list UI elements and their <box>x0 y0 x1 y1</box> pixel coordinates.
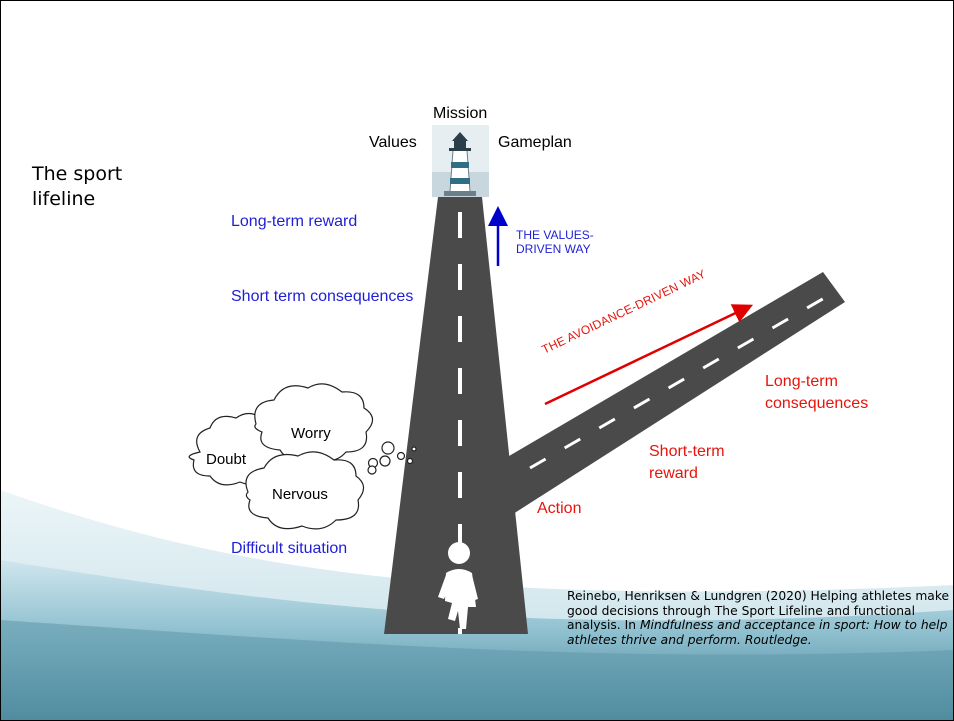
values-driven-way-line1: THE VALUES- <box>516 228 594 242</box>
citation-book-title: Mindfulness and acceptance in sport: How… <box>567 618 948 647</box>
lighthouse-icon <box>432 125 489 197</box>
slide-title-line2: lifeline <box>32 187 96 210</box>
doubt-label: Doubt <box>206 451 247 468</box>
long-term-consequences-line1: Long-term <box>765 373 838 390</box>
nervous-label: Nervous <box>272 486 328 503</box>
side-road <box>492 272 845 514</box>
short-term-reward-line2: reward <box>649 465 698 483</box>
citation: Reinebo, Henriksen & Lundgren (2020) Hel… <box>567 589 954 647</box>
slide-title: The sport lifeline <box>32 162 182 211</box>
values-label: Values <box>369 134 417 151</box>
long-term-consequences-line2: consequences <box>765 395 869 413</box>
mission-label: Mission <box>433 105 488 122</box>
short-term-consequences-label: Short term consequences <box>231 288 414 305</box>
citation-authors: Reinebo, Henriksen & Lundgren (2020) Hel… <box>567 589 950 603</box>
citation-line3-prefix: analysis. In <box>567 618 640 632</box>
long-term-consequences-label: Long-term consequences <box>765 371 868 416</box>
avoidance-driven-arrow <box>544 304 754 406</box>
slide-title-line1: The sport <box>32 163 123 185</box>
runner-icon <box>438 542 478 629</box>
values-driven-way-line2: DRIVEN WAY <box>516 242 591 257</box>
action-label: Action <box>537 500 582 517</box>
main-road <box>384 197 528 634</box>
short-term-reward-line1: Short-term <box>649 443 725 460</box>
long-term-reward-label: Long-term reward <box>231 213 358 230</box>
short-term-reward-label: Short-term reward <box>649 441 725 486</box>
citation-line2: good decisions through The Sport Lifelin… <box>567 603 915 618</box>
difficult-situation-label: Difficult situation <box>231 540 348 557</box>
thought-cloud-icon <box>188 383 417 530</box>
values-driven-way-label: THE VALUES- DRIVEN WAY <box>516 228 594 257</box>
gameplan-label: Gameplan <box>498 134 572 151</box>
worry-label: Worry <box>291 425 331 442</box>
